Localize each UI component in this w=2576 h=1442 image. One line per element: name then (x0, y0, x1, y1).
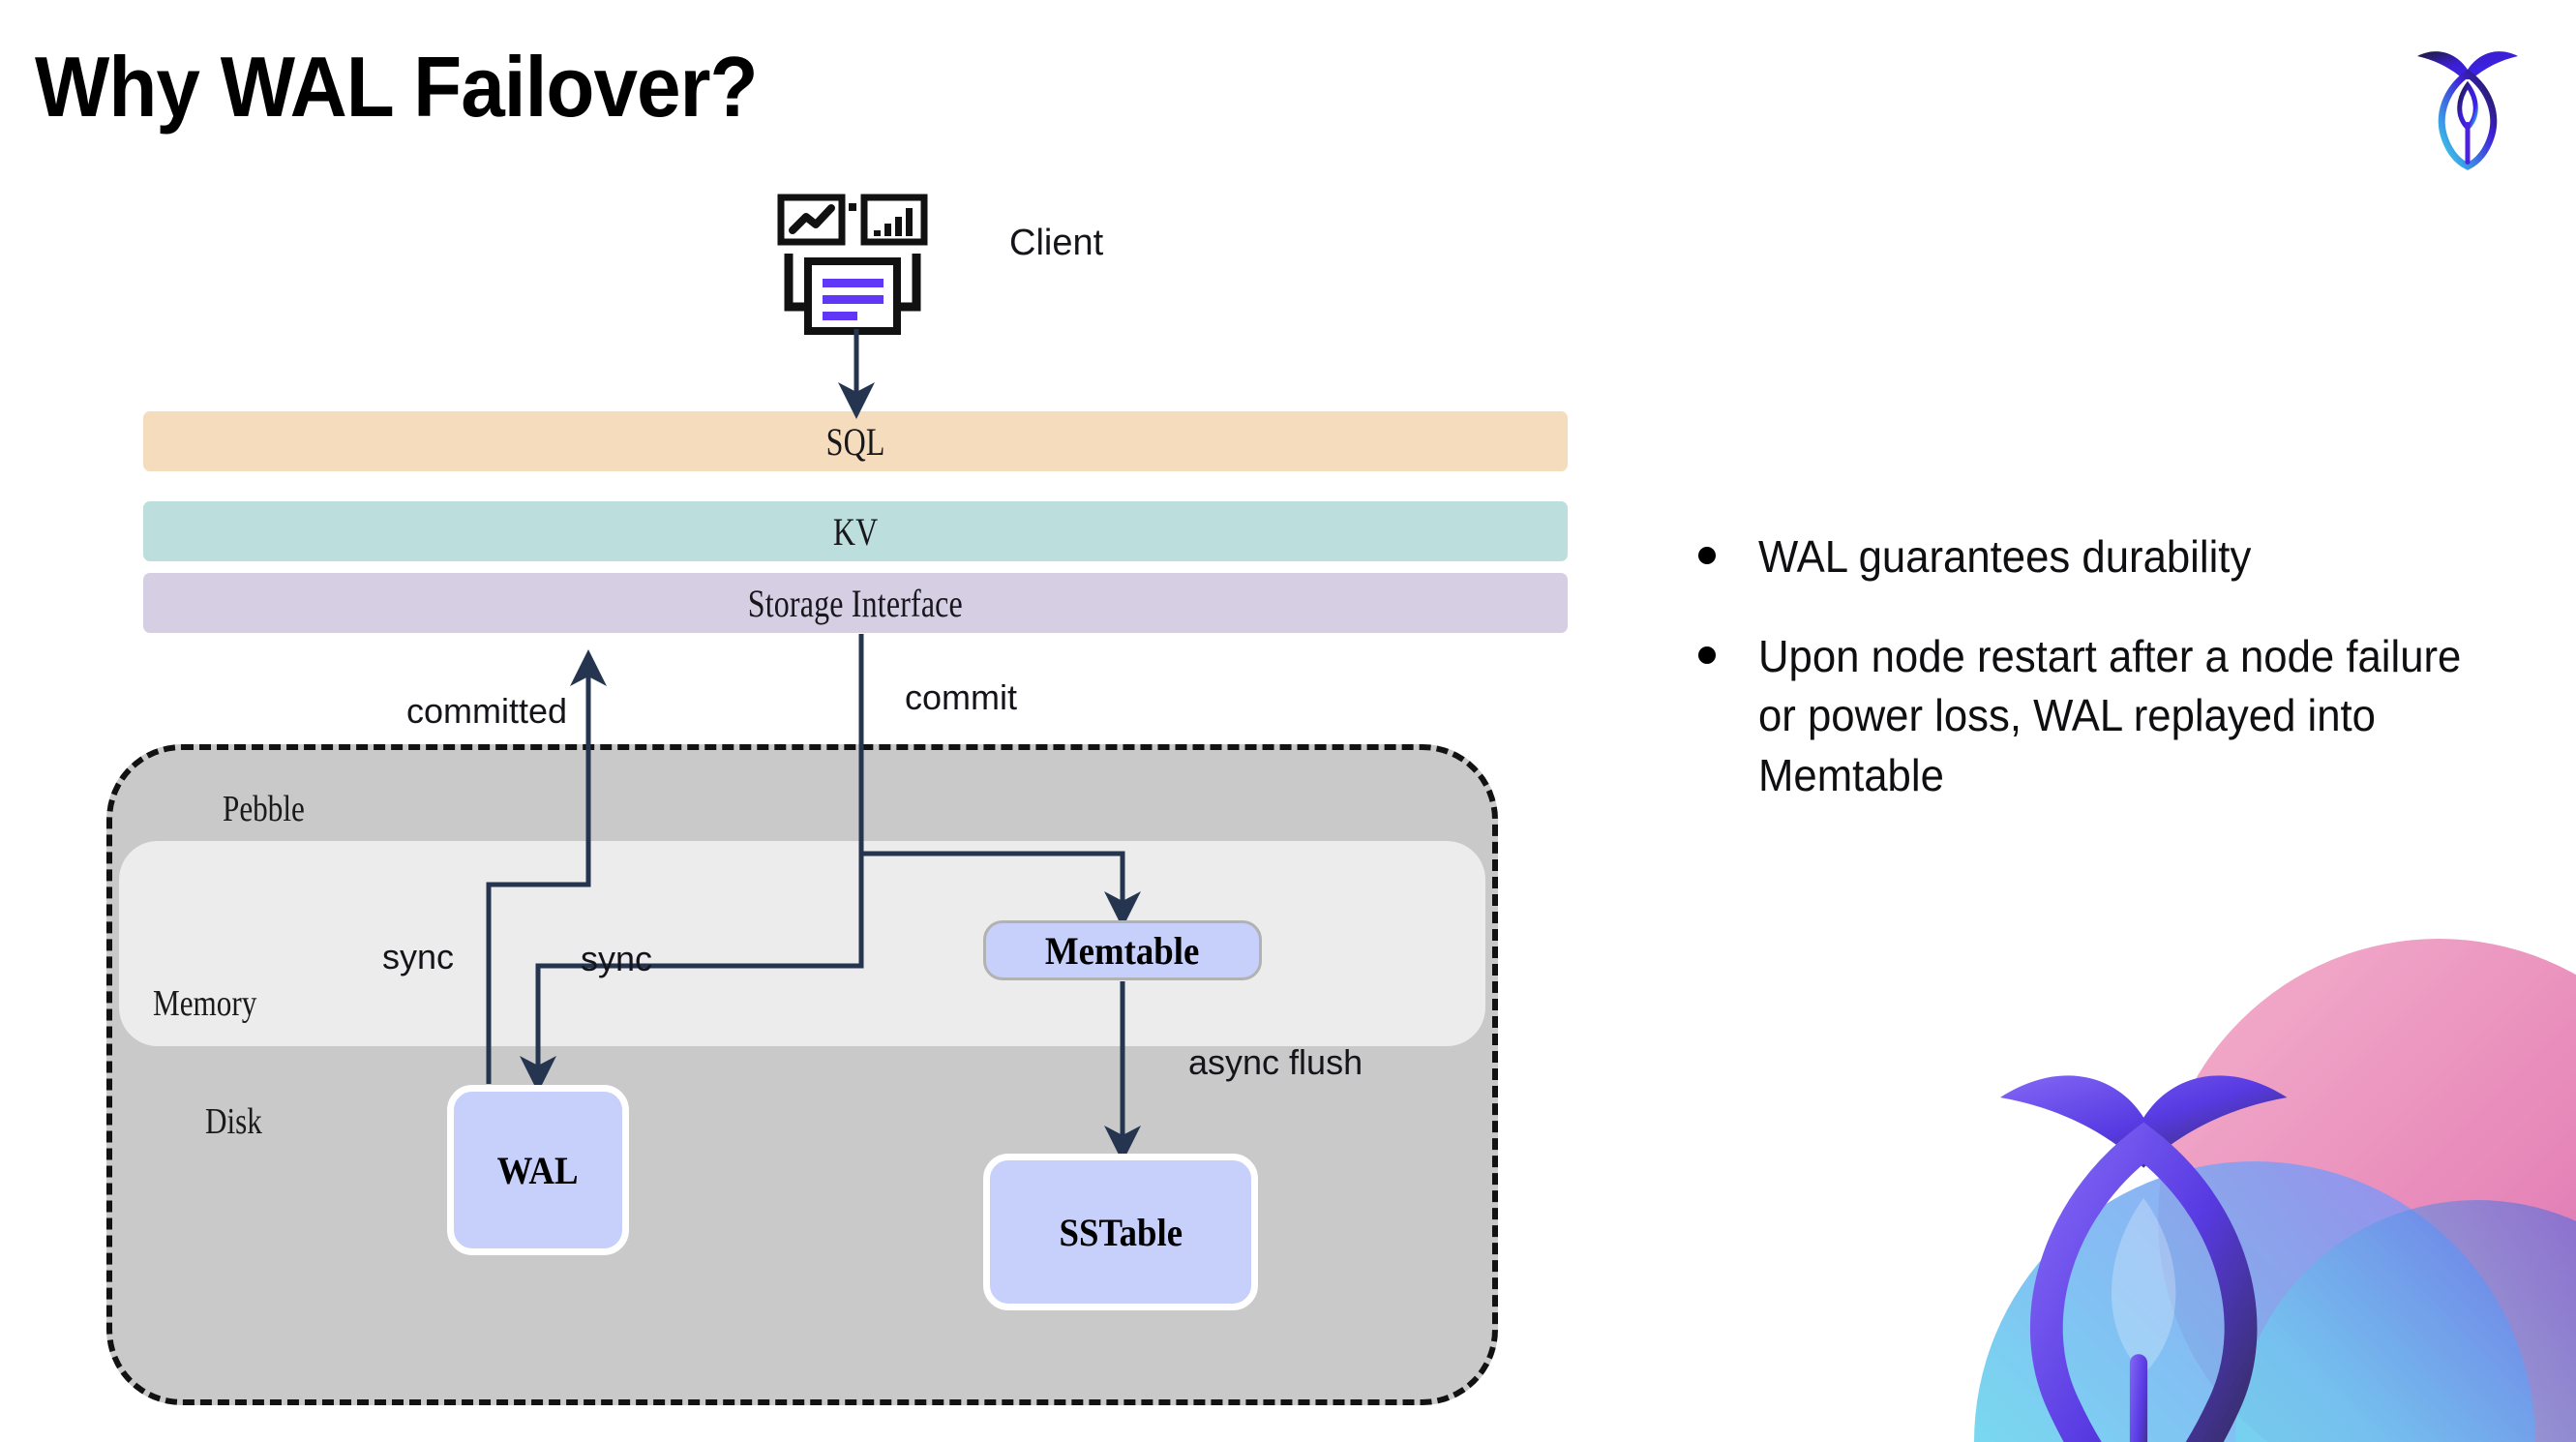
layer-bar-storage: Storage Interface (143, 573, 1568, 633)
edge-label-commit: commit (905, 677, 1017, 717)
node-sstable: SSTable (983, 1154, 1258, 1310)
client-label: Client (1009, 223, 1104, 263)
node-label-sstable: SSTable (1059, 1210, 1183, 1254)
layer-bar-sql: SQL (143, 411, 1568, 471)
bullet-dot-icon (1698, 547, 1716, 564)
edge-label-async-flush: async flush (1188, 1042, 1363, 1082)
client-dashboard-icon (769, 194, 934, 337)
layer-bar-kv: KV (143, 501, 1568, 561)
bullet-text: Upon node restart after a node failure o… (1758, 631, 2462, 800)
node-wal: WAL (447, 1085, 629, 1255)
cockroachdb-logo (2408, 35, 2528, 170)
layer-label-sql: SQL (825, 419, 885, 464)
bullet-dot-icon (1698, 646, 1716, 665)
edge-label-committed: committed (406, 691, 568, 731)
list-item: Upon node restart after a node failure o… (1698, 627, 2550, 805)
memory-label: Memory (153, 983, 257, 1024)
list-item: WAL guarantees durability (1698, 527, 2550, 586)
bullet-list: WAL guarantees durability Upon node rest… (1698, 527, 2550, 846)
pebble-label: Pebble (223, 789, 305, 829)
edge-label-sync-left: sync (382, 937, 455, 976)
node-label-wal: WAL (497, 1148, 579, 1192)
disk-label: Disk (205, 1101, 262, 1142)
layer-label-kv: KV (832, 509, 879, 554)
page-title: Why WAL Failover? (35, 39, 759, 135)
node-memtable: Memtable (983, 920, 1262, 980)
edge-label-sync-right: sync (581, 939, 653, 978)
layer-label-storage: Storage Interface (747, 581, 964, 625)
bullet-text: WAL guarantees durability (1758, 531, 2252, 582)
node-label-memtable: Memtable (1045, 928, 1200, 973)
memory-region (119, 841, 1485, 1046)
decorative-logo-watermark (1897, 900, 2576, 1442)
